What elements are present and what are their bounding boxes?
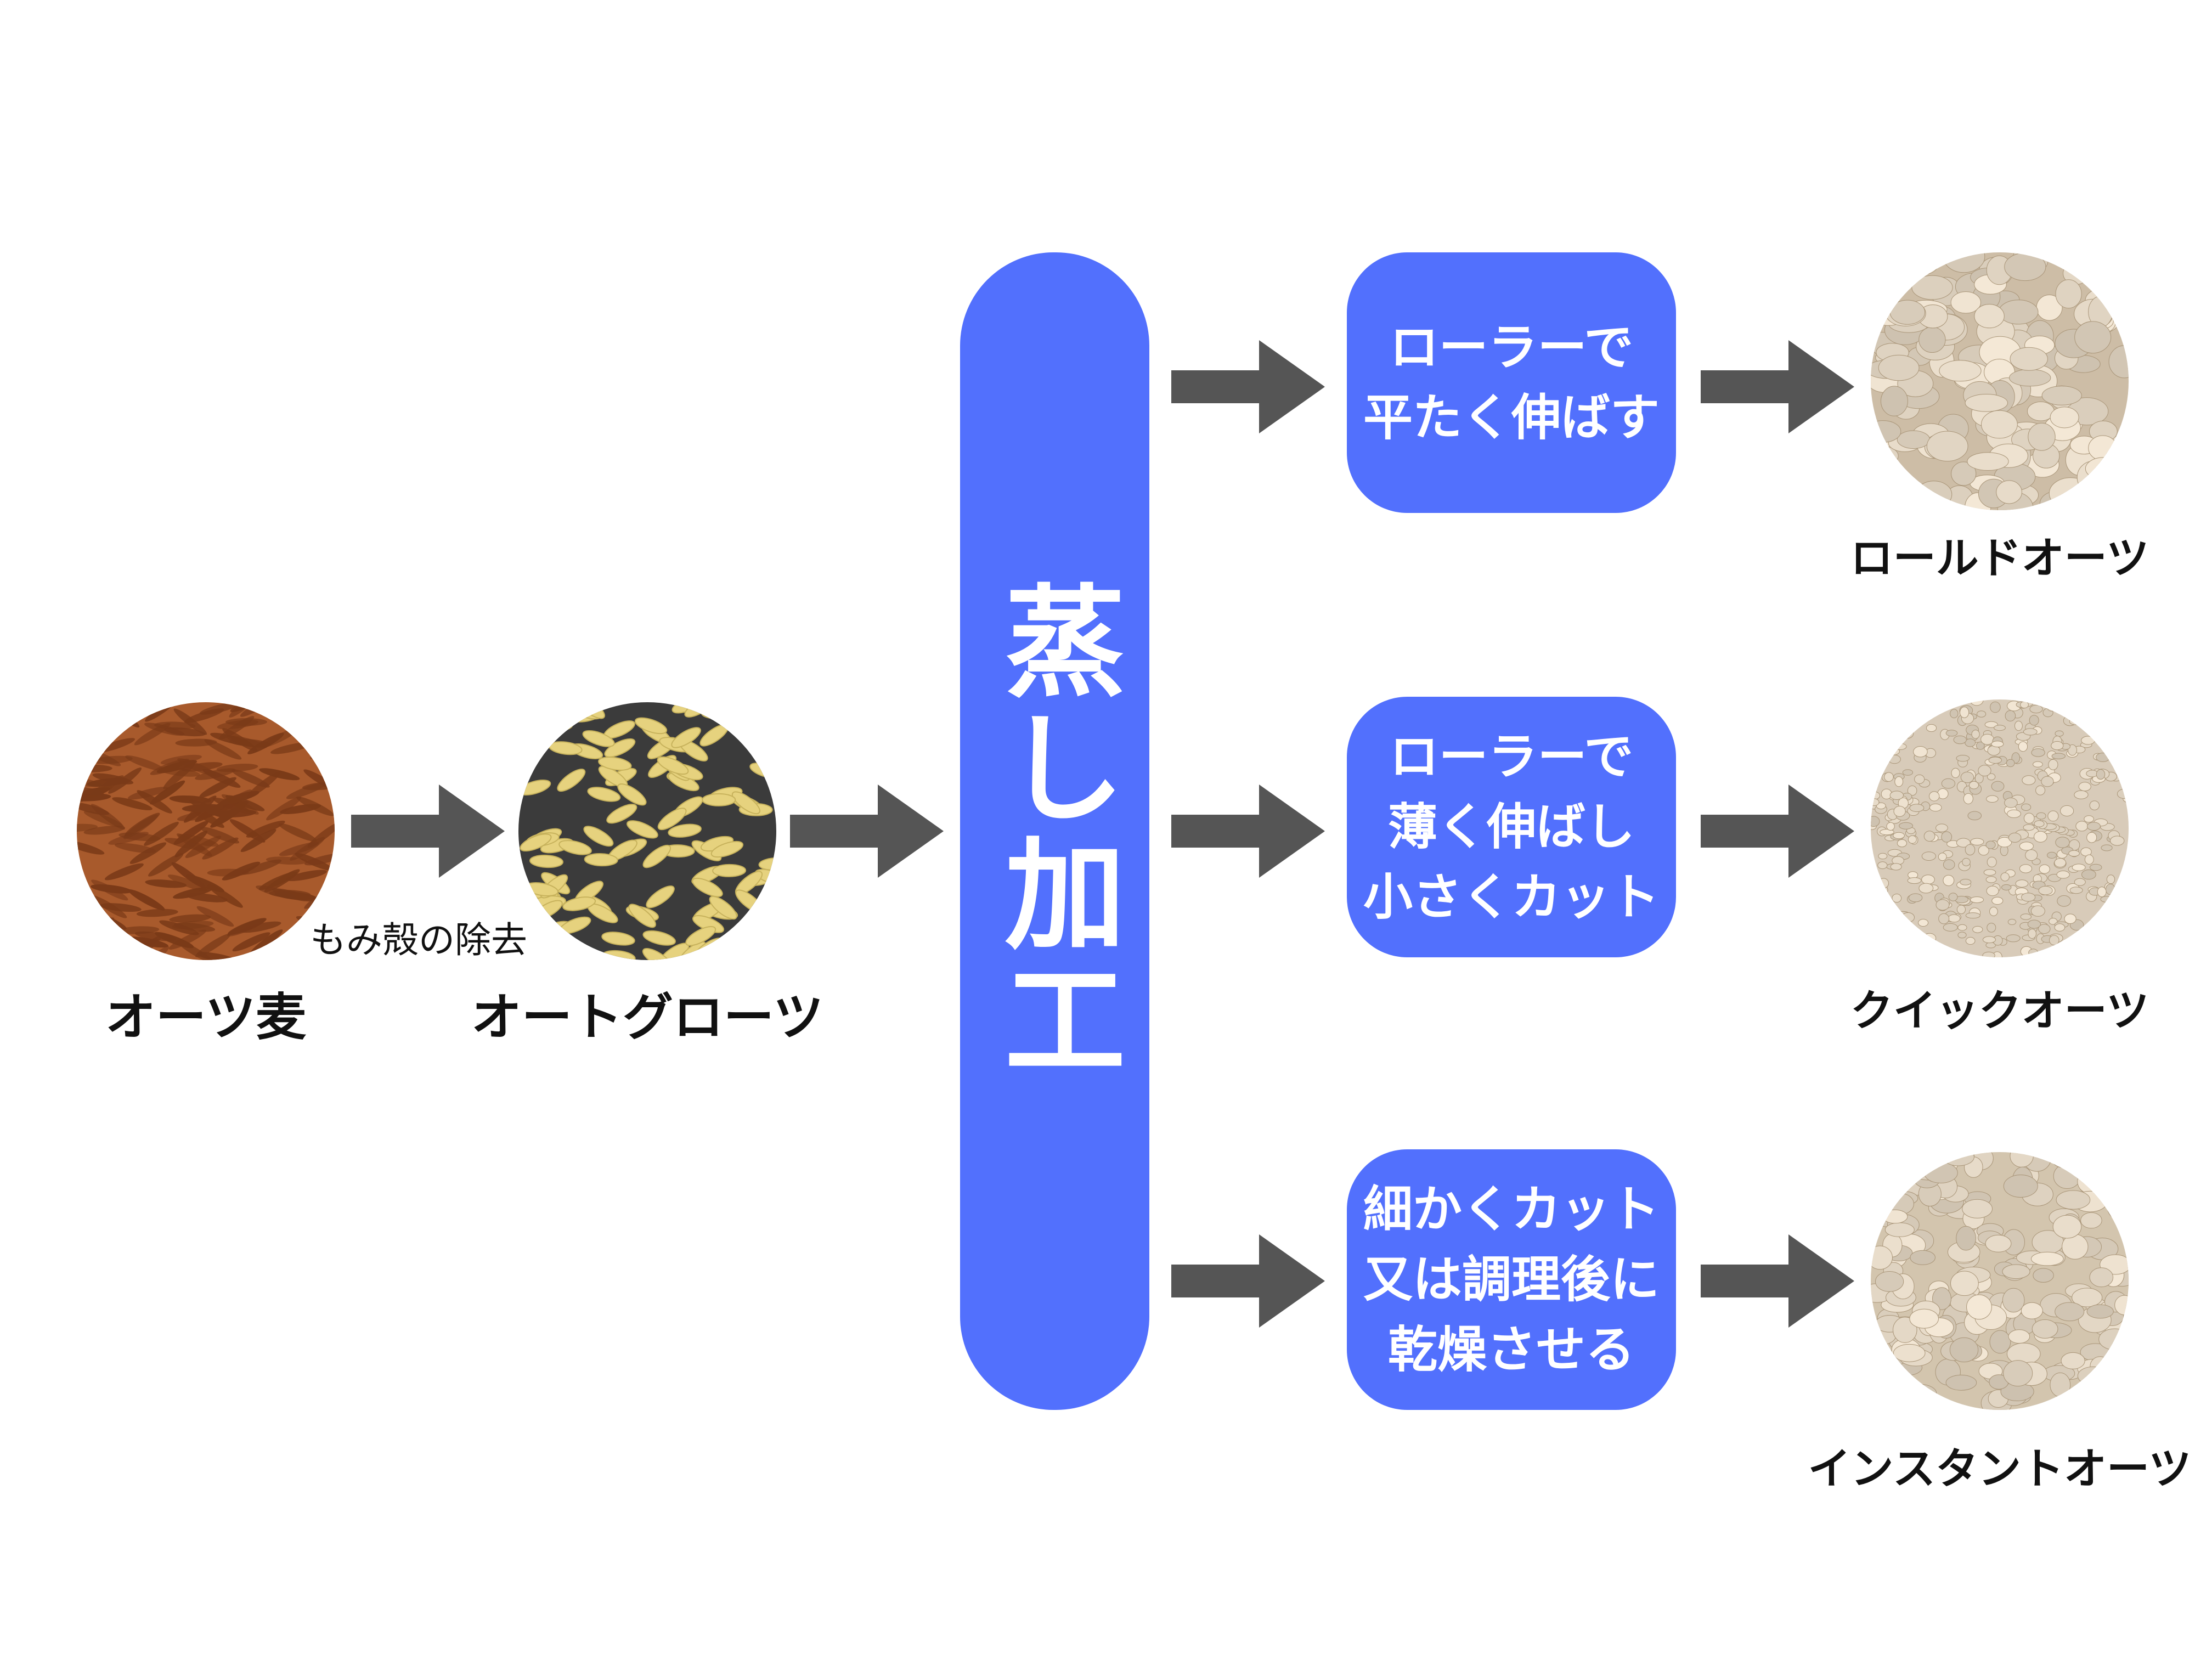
oat-groats-label: オートグローツ bbox=[471, 988, 824, 1047]
process-line: 細かくカット bbox=[1363, 1180, 1660, 1238]
arrow-process-2-to-product bbox=[1701, 785, 1854, 878]
oat-groats-image bbox=[518, 702, 776, 960]
arrow-process-1-to-product bbox=[1701, 340, 1854, 433]
instant-oats-image bbox=[1871, 1152, 2129, 1410]
process-box-rolled: ローラーで 平たく伸ばす bbox=[1347, 252, 1676, 513]
arrow-process-3-to-product bbox=[1701, 1234, 1854, 1328]
process-box-quick: ローラーで 薄く伸ばし 小さくカット bbox=[1347, 697, 1676, 957]
arrow-groats-to-steam bbox=[790, 785, 944, 878]
process-box-instant: 細かくカット 又は調理後に 乾燥させる bbox=[1347, 1149, 1676, 1410]
steam-process-label: 蒸し加工 bbox=[984, 579, 1125, 1084]
instant-oats-label: インスタントオーツ bbox=[1808, 1444, 2192, 1494]
oat-label: オーツ麦 bbox=[105, 988, 307, 1047]
steam-process-bar: 蒸し加工 bbox=[960, 252, 1149, 1410]
quick-oats-image bbox=[1871, 699, 2129, 957]
husk-removal-note: もみ殻の除去 bbox=[310, 919, 527, 961]
quick-oats-label: クイックオーツ bbox=[1850, 986, 2149, 1036]
arrow-steam-to-process-1 bbox=[1171, 340, 1325, 433]
process-line: 乾燥させる bbox=[1388, 1321, 1635, 1379]
arrow-steam-to-process-3 bbox=[1171, 1234, 1325, 1328]
process-line: 又は調理後に bbox=[1363, 1250, 1660, 1308]
rolled-oats-image bbox=[1871, 252, 2129, 510]
process-line: ローラーで bbox=[1389, 318, 1634, 376]
arrow-oats-to-groats bbox=[351, 785, 505, 878]
rolled-oats-label: ロールドオーツ bbox=[1850, 534, 2149, 583]
oat-grain-image bbox=[77, 702, 335, 960]
process-line: ローラーで bbox=[1389, 727, 1634, 786]
process-line: 薄く伸ばし bbox=[1388, 798, 1635, 856]
arrow-steam-to-process-2 bbox=[1171, 785, 1325, 878]
process-line: 平たく伸ばす bbox=[1363, 388, 1660, 447]
process-line: 小さくカット bbox=[1363, 868, 1660, 926]
